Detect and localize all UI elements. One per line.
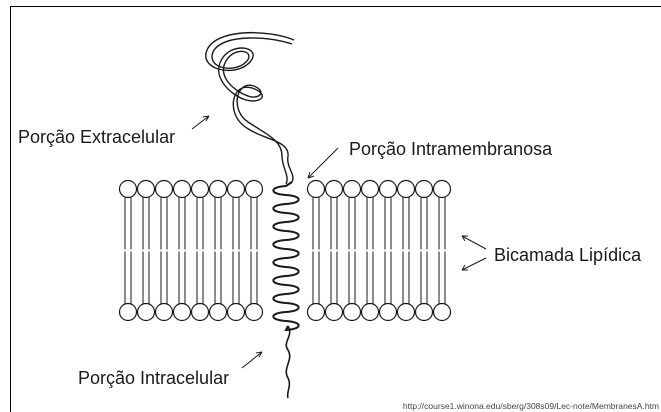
alpha-helix (273, 182, 298, 330)
lipid-head (398, 181, 415, 198)
lipid-head (210, 181, 227, 198)
intracellular-tail (286, 326, 289, 398)
label-lipid-bilayer: Bicamada Lipídica (494, 246, 641, 264)
lipid-head (326, 181, 343, 198)
lipid-head (120, 304, 137, 321)
label-intracellular: Porção Intracelular (78, 369, 229, 387)
lipid-head (380, 181, 397, 198)
extracellular-ribbon-edge-a (206, 33, 294, 182)
label-intramembrane: Porção Intramembranosa (349, 140, 552, 158)
lipid-head (138, 181, 155, 198)
lipid-head (344, 181, 361, 198)
lipid-head (156, 304, 173, 321)
lipid-head (120, 181, 137, 198)
lipid-head (398, 304, 415, 321)
arrow-bilayer-upper (462, 236, 486, 249)
lipid-head (156, 181, 173, 198)
label-extracellular: Porção Extracelular (18, 128, 175, 146)
lipid-head (362, 304, 379, 321)
transmembrane-protein (206, 33, 299, 398)
arrow-extracellular (192, 116, 209, 129)
lipid-head (174, 181, 191, 198)
lipid-head (174, 304, 191, 321)
lipid-head (192, 181, 209, 198)
lipid-head (138, 304, 155, 321)
lipid-head (344, 304, 361, 321)
arrow-bilayer-lower (462, 258, 486, 270)
lipid-head (416, 304, 433, 321)
lipid-head (228, 304, 245, 321)
lipid-head (380, 304, 397, 321)
lipid-head (228, 181, 245, 198)
arrow-intramembrane (308, 148, 338, 178)
lipid-head (192, 304, 209, 321)
lipid-head (246, 304, 263, 321)
lipid-head (434, 181, 451, 198)
lipid-head (362, 181, 379, 198)
arrow-intracellular (242, 352, 262, 368)
lipid-head (434, 304, 451, 321)
lipid-head (308, 304, 325, 321)
lipid-bilayer (120, 181, 451, 321)
lipid-head (246, 181, 263, 198)
lipid-head (308, 181, 325, 198)
source-url: http://course1.winona.edu/sberg/308s09/L… (403, 401, 659, 411)
lipid-head (326, 304, 343, 321)
lipid-head (210, 304, 227, 321)
lipid-head (416, 181, 433, 198)
